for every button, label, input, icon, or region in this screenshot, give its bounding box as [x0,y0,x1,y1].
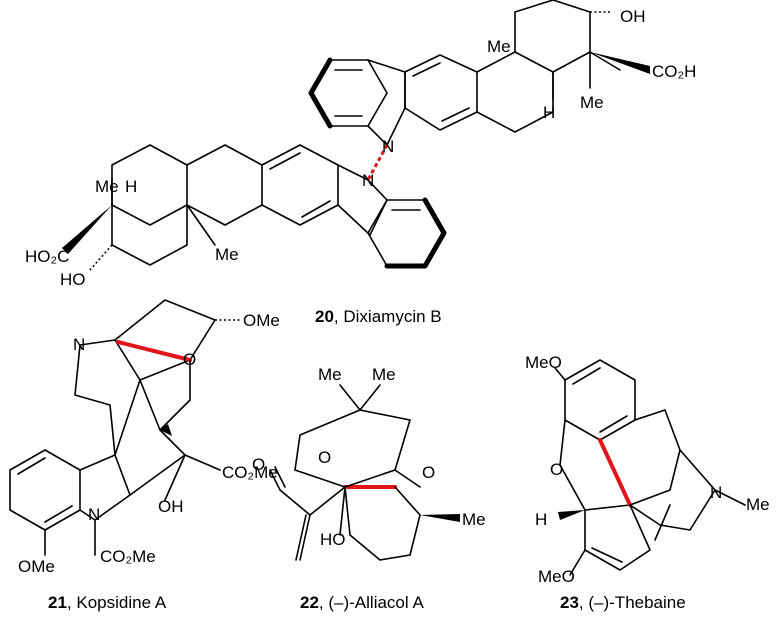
label-me23: Me [746,495,770,514]
label-meo23a: MeO [525,353,562,372]
label-me22c: Me [462,510,486,529]
structure-kopsidine-a [9,299,240,556]
caption-20-name: , Dixiamycin B [334,307,442,326]
label-me-mid: Me [95,177,119,196]
label-n23: N [710,483,722,502]
label-o22a: O [252,455,265,474]
caption-22-name: , (–)-Alliacol A [319,593,425,612]
label-co2h: CO₂H [652,62,696,81]
label-o21: O [183,350,196,369]
label-ho-mid: HO [60,270,86,289]
label-me22a: Me [318,365,342,384]
label-o22b: O [318,448,331,467]
caption-23-name: , (–)-Thebaine [579,593,686,612]
caption-22-number: 22 [300,593,319,612]
label-n-top: N [382,137,394,156]
label-ho2c: HO₂C [25,247,69,266]
caption-20-number: 20 [315,307,334,326]
label-me-top-a: Me [487,37,511,56]
label-h-mid: H [125,177,137,196]
structure-dixiamycin-b [62,0,650,271]
caption-21-name: , Kopsidine A [67,593,167,612]
label-o23: O [550,460,563,479]
label-ho22: HO [320,530,346,549]
caption-21: 21, Kopsidine A [48,593,167,612]
label-n21-top: N [73,335,85,354]
label-meo23b: MeO [538,567,575,586]
label-oh21: OH [158,497,184,516]
caption-20: 20, Dixiamycin B [315,307,442,326]
label-me-mid-b: Me [215,245,239,264]
label-ome21b: OMe [18,557,55,576]
label-oh-top: OH [620,7,646,26]
label-h-top: H [543,103,555,122]
label-me22b: Me [372,365,396,384]
label-o22c: O [422,463,435,482]
caption-23-number: 23 [560,593,579,612]
label-co2me21b: CO₂Me [100,547,156,566]
label-h23: H [535,510,547,529]
label-n21: N [88,505,100,524]
caption-22: 22, (–)-Alliacol A [300,593,424,612]
label-n-mid: N [362,171,374,190]
caption-23: 23, (–)-Thebaine [560,593,686,612]
structure-thebaine [554,359,746,576]
label-ome21: OMe [243,311,280,330]
label-me-top-b: Me [580,93,604,112]
structure-alliacol-a [269,384,460,561]
caption-21-number: 21 [48,593,67,612]
label-co2me21a: CO₂Me [222,463,278,482]
